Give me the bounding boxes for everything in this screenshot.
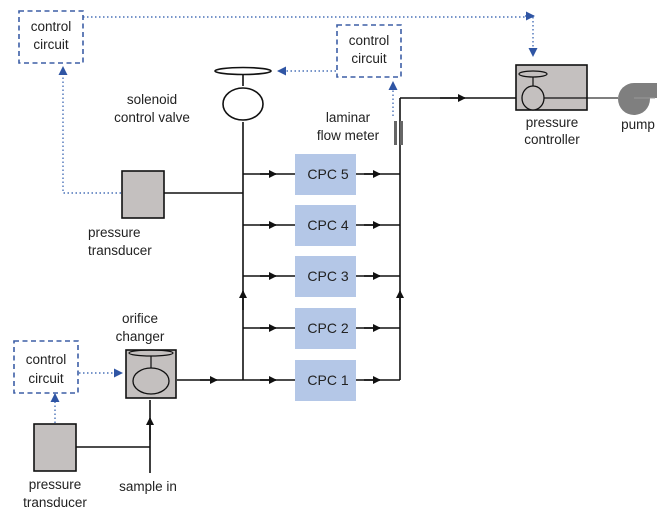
cpc-branch: CPC 4 xyxy=(243,205,400,246)
pressure-controller xyxy=(515,64,588,111)
pressure-transducer-lower-label-line1: pressure xyxy=(29,477,82,492)
laminar-flow-meter xyxy=(394,121,403,145)
cpc-box xyxy=(295,256,356,297)
laminar-flow-meter-label-line1: laminar xyxy=(326,110,371,125)
cpc-label: CPC 3 xyxy=(307,268,348,284)
pressure-transducer-upper-label-line2: transducer xyxy=(88,243,152,258)
pressure-transducer-lower-label-line2: transducer xyxy=(23,495,87,510)
control-circuit-label-line1: control xyxy=(349,33,390,48)
control-circuit-label-line1: control xyxy=(26,352,67,367)
laminar-flow-meter-label-line2: flow meter xyxy=(317,128,380,143)
cpc-box xyxy=(295,308,356,349)
cpc-branch: CPC 2 xyxy=(243,308,400,349)
cpc-label: CPC 4 xyxy=(307,217,348,233)
control-circuit-label-line2: circuit xyxy=(351,51,387,66)
pressure-transducer-upper-label-line1: pressure xyxy=(88,225,141,240)
solenoid-valve-label-line1: solenoid xyxy=(127,92,177,107)
cpc-branches: CPC 5 CPC 4 CPC 3 CPC 2 CPC 1 xyxy=(243,154,400,401)
cpc-box xyxy=(295,154,356,195)
valve-body-icon xyxy=(222,87,264,121)
cpc-label: CPC 2 xyxy=(307,320,348,336)
signal-transducer-to-cc-top-left xyxy=(58,66,121,194)
pump-icon xyxy=(618,83,657,115)
pressure-transducer-upper xyxy=(121,170,165,219)
cpc-label: CPC 5 xyxy=(307,166,348,182)
solenoid-valve-label-line2: control valve xyxy=(114,110,190,125)
signal-lines xyxy=(50,11,538,423)
cpc-box xyxy=(295,205,356,246)
control-circuit-top-middle: control circuit xyxy=(336,24,402,78)
control-circuit-label-line2: circuit xyxy=(33,37,69,52)
cpc-branch: CPC 1 xyxy=(243,360,400,401)
pressure-controller-label-line2: controller xyxy=(524,132,580,147)
cpc-branch: CPC 3 xyxy=(243,256,400,297)
orifice-changer xyxy=(125,349,177,399)
valve-body-icon xyxy=(521,85,545,111)
pressure-controller-label-line1: pressure xyxy=(526,115,579,130)
control-circuit-bottom-left: control circuit xyxy=(13,340,79,394)
pump-label: pump xyxy=(621,117,655,132)
cpc-branch: CPC 5 xyxy=(243,154,400,195)
solenoid-control-valve xyxy=(214,66,272,121)
orifice-changer-label-line2: changer xyxy=(116,329,165,344)
control-circuit-label-line2: circuit xyxy=(28,371,64,386)
pressure-transducer-lower xyxy=(33,423,77,472)
solenoid-actuator-icon xyxy=(214,66,272,76)
control-circuit-top-left: control circuit xyxy=(18,10,84,64)
cpc-box xyxy=(295,360,356,401)
sample-in-label: sample in xyxy=(119,479,177,494)
control-circuit-label-line1: control xyxy=(31,19,72,34)
valve-body-icon xyxy=(132,367,170,395)
cpc-label: CPC 1 xyxy=(307,372,348,388)
orifice-changer-label-line1: orifice xyxy=(122,311,158,326)
